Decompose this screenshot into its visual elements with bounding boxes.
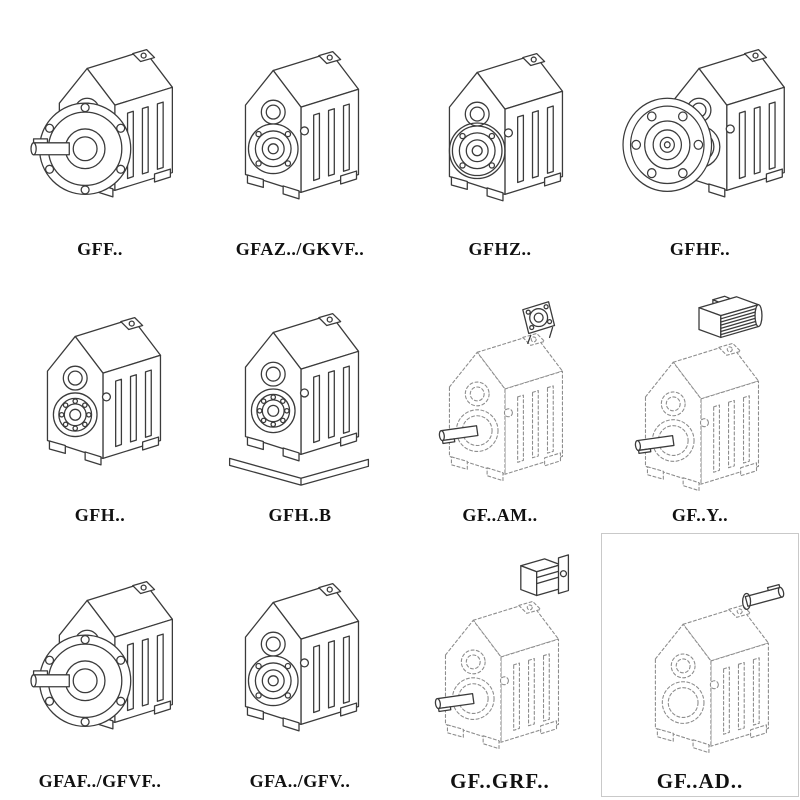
product-code-label: GFAZ../GKVF.. [235, 239, 365, 259]
catalog-cell-gf-y: GF..Y.. [600, 266, 800, 532]
gearbox-drawing-foot-mounted [46, 316, 162, 466]
product-code-label: GF..Y.. [671, 505, 729, 525]
catalog-cell-gfhz: GFHZ.. [400, 0, 600, 266]
product-code-label: GFA../GFV.. [249, 771, 351, 791]
product-code-label: GFH.. [74, 505, 126, 525]
gearbox-drawing-phantom-with-motor [634, 295, 763, 492]
catalog-cell-gf-grf: GF..GRF.. [400, 532, 600, 798]
catalog-cell-gfhf: GFHF.. [600, 0, 800, 266]
gearbox-drawing-phantom-input-adapter [434, 554, 570, 750]
catalog-cell-gfaz-gkvf: GFAZ../GKVF.. [200, 0, 400, 266]
product-code-label: GFAF../GFVF.. [38, 771, 162, 791]
gearbox-drawing-hollow-shaft-shrink-disc [448, 52, 564, 202]
catalog-cell-gfh-b: GFH..B [200, 266, 400, 532]
gearbox-drawing-hollow-shaft [244, 582, 360, 732]
product-code-label: GFHF.. [669, 239, 731, 259]
gearbox-drawing-foot-mounted-base [228, 313, 370, 486]
gearbox-drawing-phantom-motor-adapter [438, 301, 563, 482]
product-code-label: GF..GRF.. [450, 769, 550, 793]
catalog-cell-gfa-gfv: GFA../GFV.. [200, 532, 400, 798]
gearbox-drawing-front-flange [622, 48, 785, 198]
catalog-cell-gfaf-gfvf: GFAF../GFVF.. [0, 532, 200, 798]
product-code-label: GFHZ.. [468, 239, 532, 259]
catalog-cell-gff: GFF.. [0, 0, 200, 266]
gearbox-drawing-phantom-input-shaft [654, 583, 786, 754]
gearbox-drawing-output-flange-shaft [30, 580, 174, 730]
product-code-label: GF..AD.. [656, 769, 744, 793]
catalog-cell-gfh: GFH.. [0, 266, 200, 532]
product-code-label: GF..AM.. [462, 505, 538, 525]
gearbox-drawing-hollow-shaft [244, 50, 360, 200]
product-code-label: GFH..B [268, 505, 332, 525]
catalog-cell-gf-am: GF..AM.. [400, 266, 600, 532]
catalog-cell-gf-ad: GF..AD.. [600, 532, 800, 798]
gearbox-drawing-output-flange-shaft [30, 48, 174, 198]
product-code-label: GFF.. [77, 239, 123, 259]
